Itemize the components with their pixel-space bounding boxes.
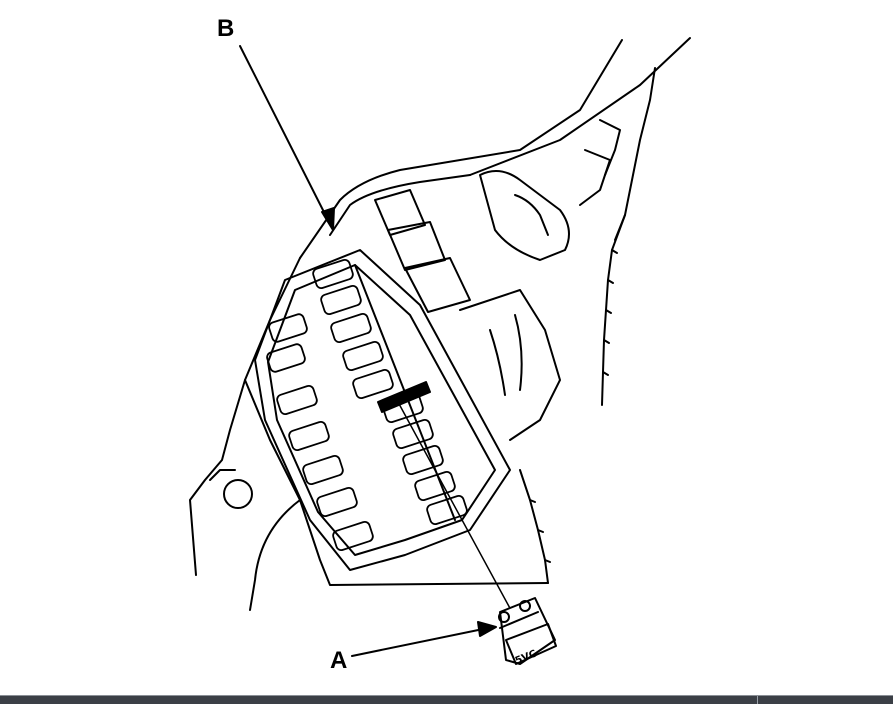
- fuse-column-right: [382, 393, 468, 525]
- fuse-column-left: [266, 313, 374, 551]
- fuse-a: [498, 597, 557, 665]
- mounting-hole: [223, 479, 253, 509]
- leader-a: [351, 621, 497, 657]
- dashboard-panel: [189, 37, 691, 611]
- bottom-bar-divider: [757, 696, 758, 704]
- bottom-bar: [0, 695, 893, 704]
- fuse-column-middle: [312, 259, 394, 399]
- fuse-guide-line: [397, 401, 513, 613]
- label-b: B: [217, 15, 234, 42]
- leader-b: [239, 45, 335, 231]
- label-a: A: [330, 647, 347, 674]
- relay-block: [374, 170, 570, 441]
- empty-fuse-slot: [377, 381, 431, 413]
